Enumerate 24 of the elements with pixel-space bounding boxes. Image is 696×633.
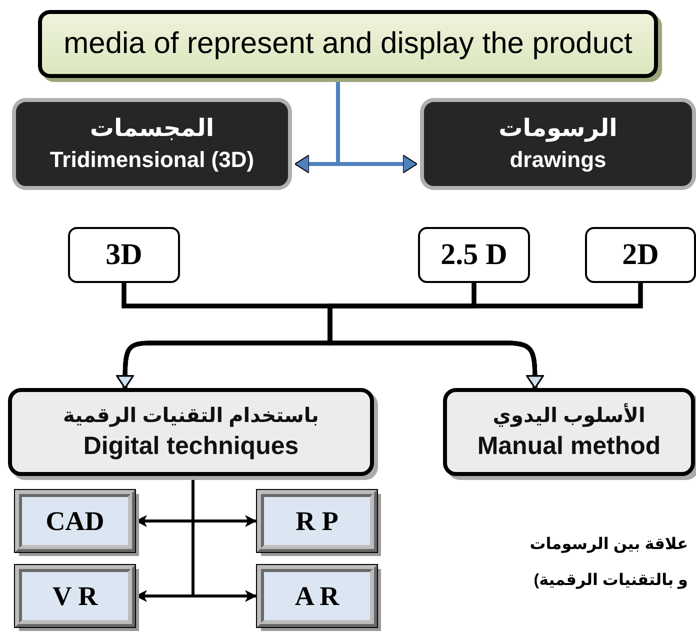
caption-text: و بالتقنيات الرقمية) bbox=[534, 571, 688, 590]
box-label: media of represent and display the product bbox=[64, 27, 632, 61]
caption-text: علاقة بين الرسومات bbox=[530, 535, 688, 554]
type-box bbox=[418, 227, 530, 283]
box-heading: المجسمات bbox=[90, 114, 214, 144]
box-heading: الأسلوب اليدوي bbox=[492, 402, 646, 429]
box-label: Digital techniques bbox=[83, 431, 299, 462]
box-heading: باستخدام التقنيات الرقمية bbox=[63, 404, 319, 429]
category-box bbox=[420, 98, 696, 190]
box-label: A R bbox=[294, 580, 340, 612]
box-label: Manual method bbox=[477, 431, 661, 462]
type-box bbox=[68, 227, 180, 283]
box-label: V R bbox=[52, 580, 98, 612]
box-label: 2D bbox=[622, 238, 659, 272]
box-label: CAD bbox=[46, 506, 104, 536]
arrow bbox=[328, 283, 643, 389]
box-label: R P bbox=[296, 506, 338, 536]
box-heading: الرسومات bbox=[498, 114, 618, 144]
type-box bbox=[585, 227, 696, 283]
category-box bbox=[12, 98, 292, 190]
box-label: 2.5 D bbox=[440, 238, 508, 272]
box-label: 3D bbox=[106, 238, 142, 272]
box-label: Tridimensional (3D) bbox=[50, 146, 254, 174]
box-label: drawings bbox=[510, 146, 606, 174]
